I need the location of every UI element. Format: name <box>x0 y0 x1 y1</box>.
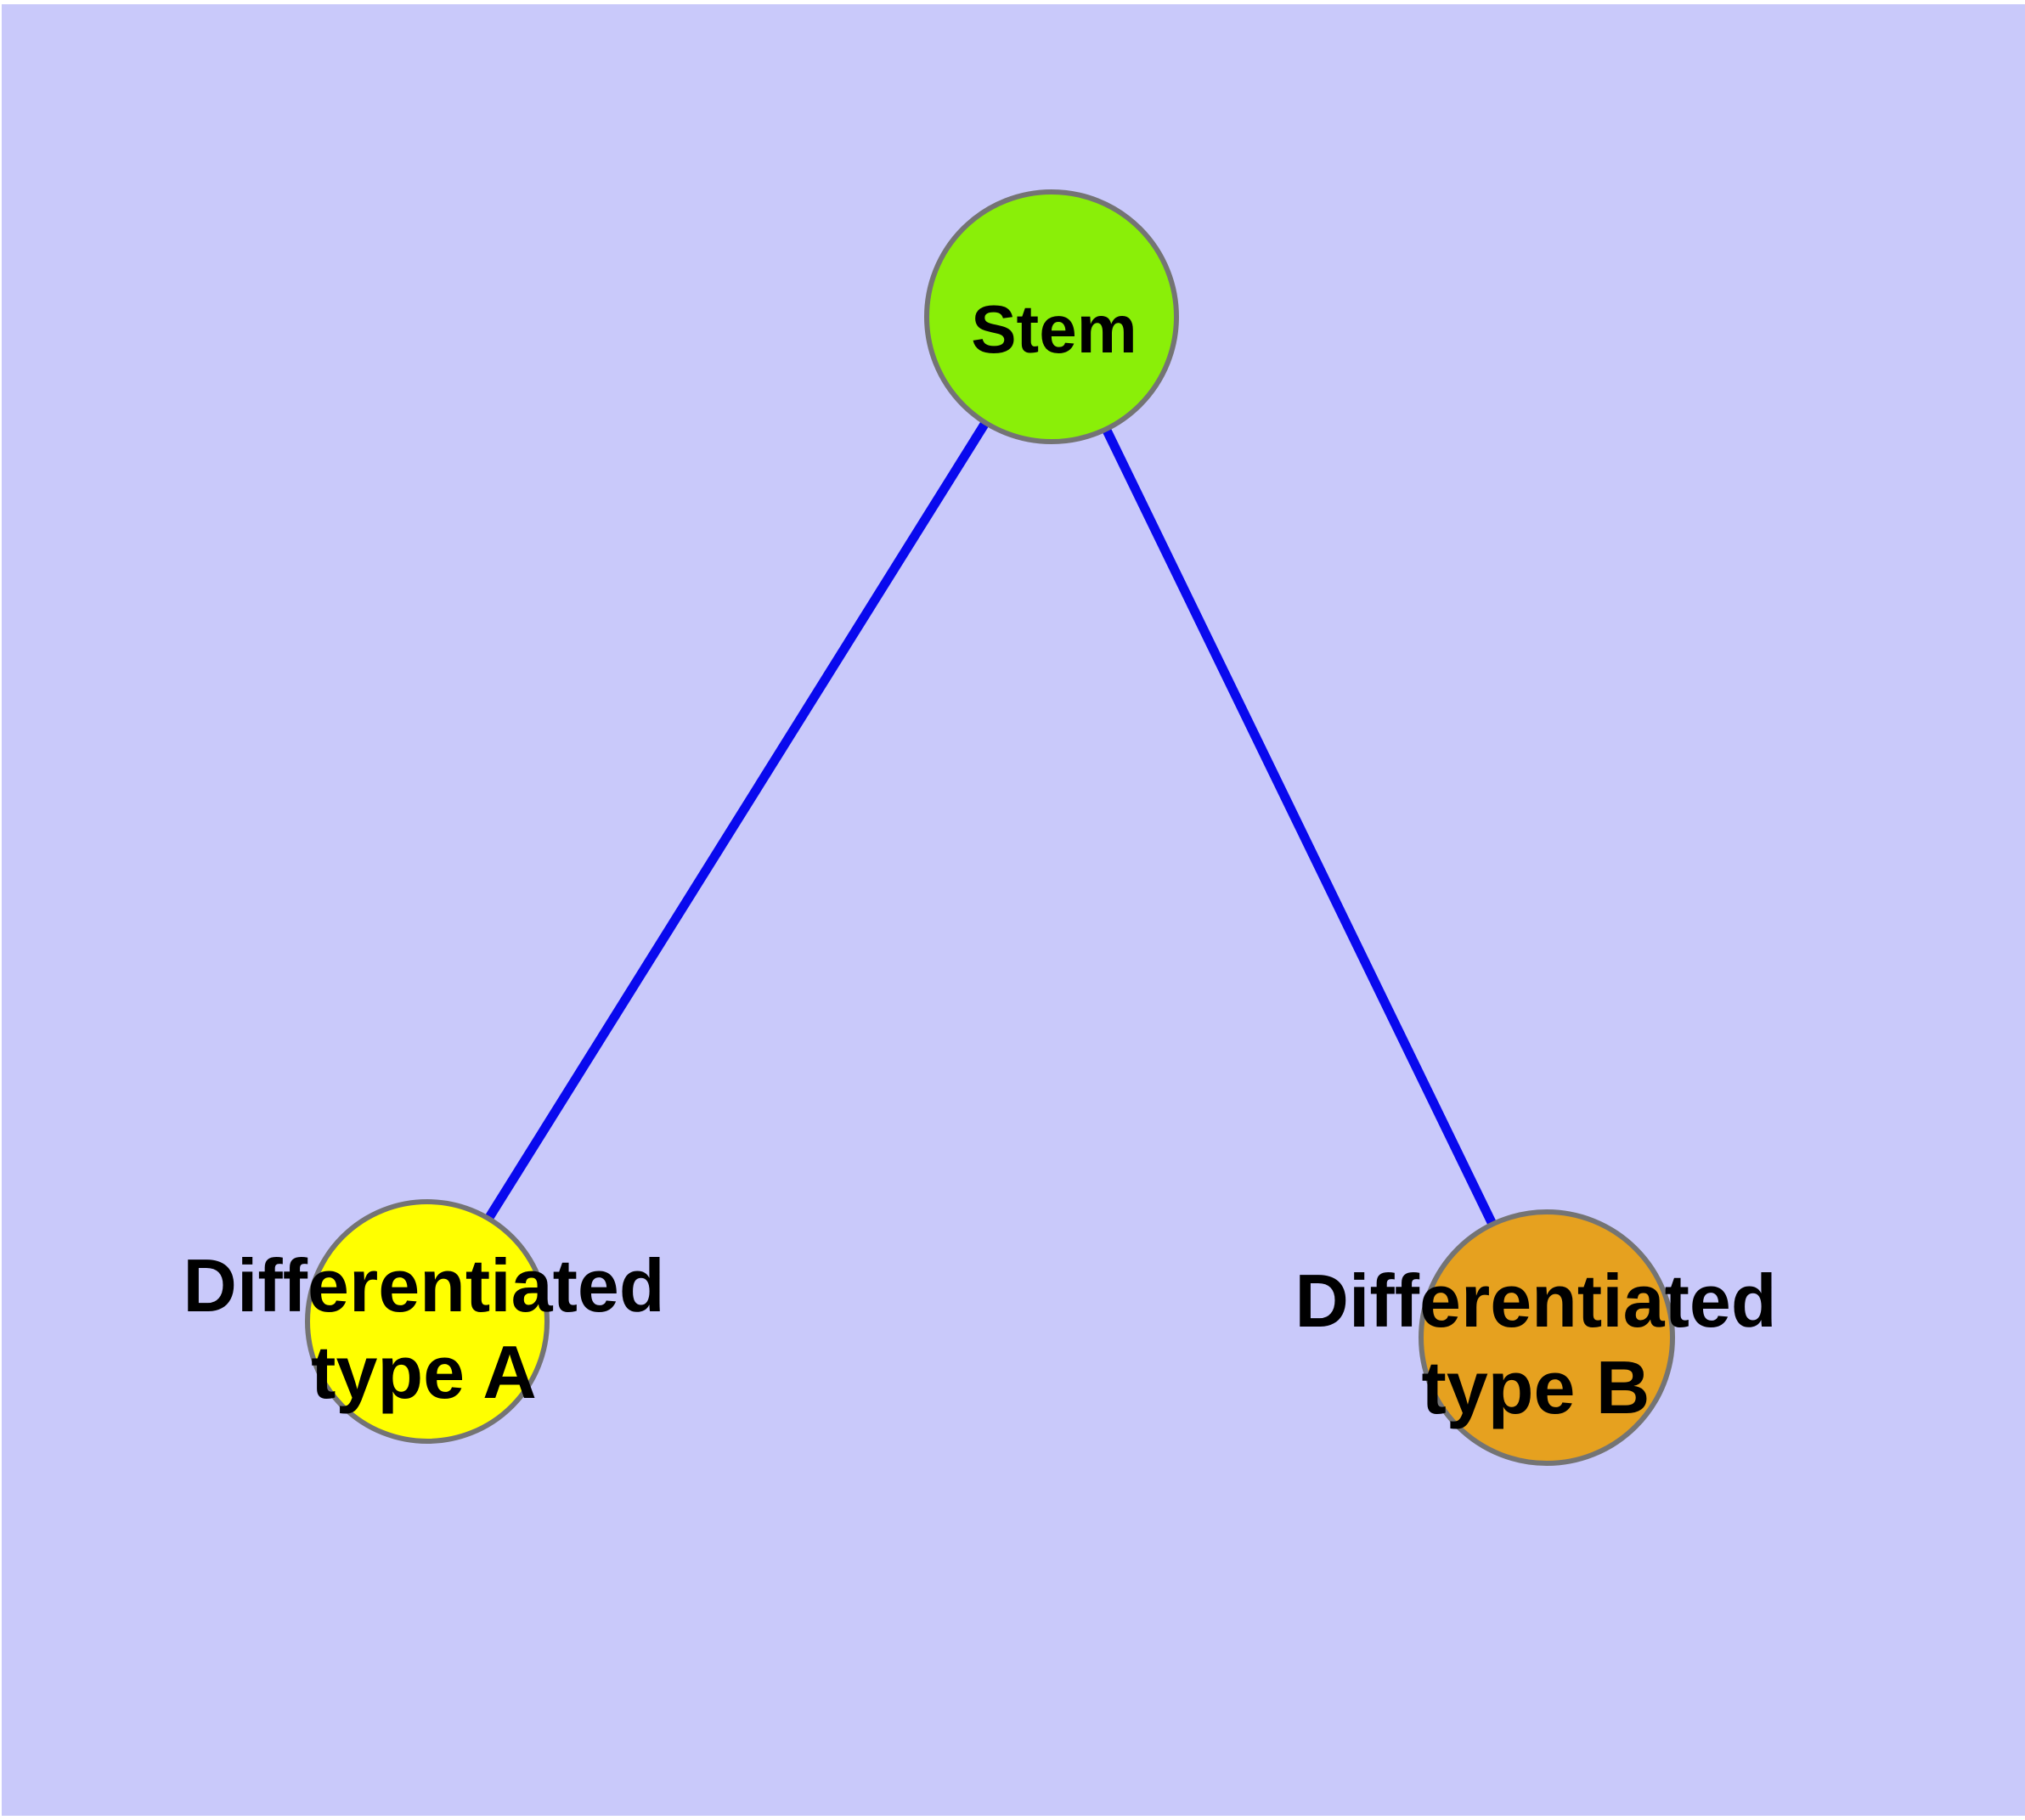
diagram-canvas: Stem Differentiated type A Differentiate… <box>2 4 2025 1816</box>
node-stem-label: Stem <box>971 286 1137 373</box>
node-differentiated-type-b-label-line1: Differentiated <box>1295 1258 1776 1344</box>
edge-stem-to-type-b <box>1052 317 1546 1334</box>
node-differentiated-type-a-label-line1: Differentiated <box>183 1242 664 1329</box>
node-differentiated-type-b-label: Differentiated type B <box>1295 1258 1776 1431</box>
node-differentiated-type-b-label-line2: type B <box>1295 1344 1776 1431</box>
node-differentiated-type-a-label: Differentiated type A <box>183 1242 664 1416</box>
node-differentiated-type-a-label-line2: type A <box>183 1329 664 1416</box>
node-stem-label-line: Stem <box>971 286 1137 373</box>
edge-stem-to-type-a <box>426 317 1052 1318</box>
